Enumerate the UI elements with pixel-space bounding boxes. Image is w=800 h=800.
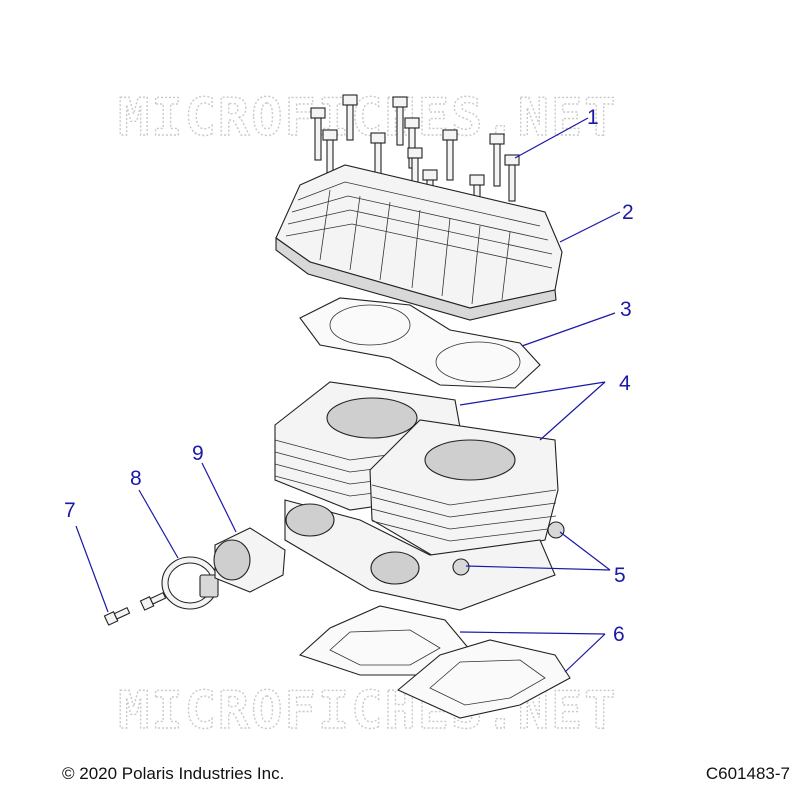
intake-boot — [213, 527, 286, 593]
callout-7: 7 — [64, 499, 76, 522]
callout-8: 8 — [130, 467, 142, 490]
cylinders — [274, 381, 559, 611]
callout-5: 5 — [614, 564, 626, 587]
cylinder-head — [275, 164, 563, 321]
leader-lines — [75, 117, 621, 673]
plugs — [452, 521, 565, 576]
callout-4: 4 — [619, 372, 631, 395]
callout-1: 1 — [587, 106, 599, 129]
diagram-id: C601483-7 — [705, 764, 790, 783]
base-gaskets — [298, 605, 571, 719]
watermark-top: MICROFICHES.NET — [118, 88, 618, 148]
head-gasket — [299, 297, 541, 389]
callout-3: 3 — [620, 298, 632, 321]
callout-9: 9 — [192, 442, 204, 465]
callout-6: 6 — [613, 623, 625, 646]
copyright-text: © 2020 Polaris Industries Inc. — [62, 764, 285, 783]
callout-2: 2 — [622, 201, 634, 224]
hose-clamp — [161, 556, 219, 610]
callout-labels: 1 2 3 4 5 6 7 8 9 — [64, 106, 634, 646]
screws — [103, 591, 167, 626]
